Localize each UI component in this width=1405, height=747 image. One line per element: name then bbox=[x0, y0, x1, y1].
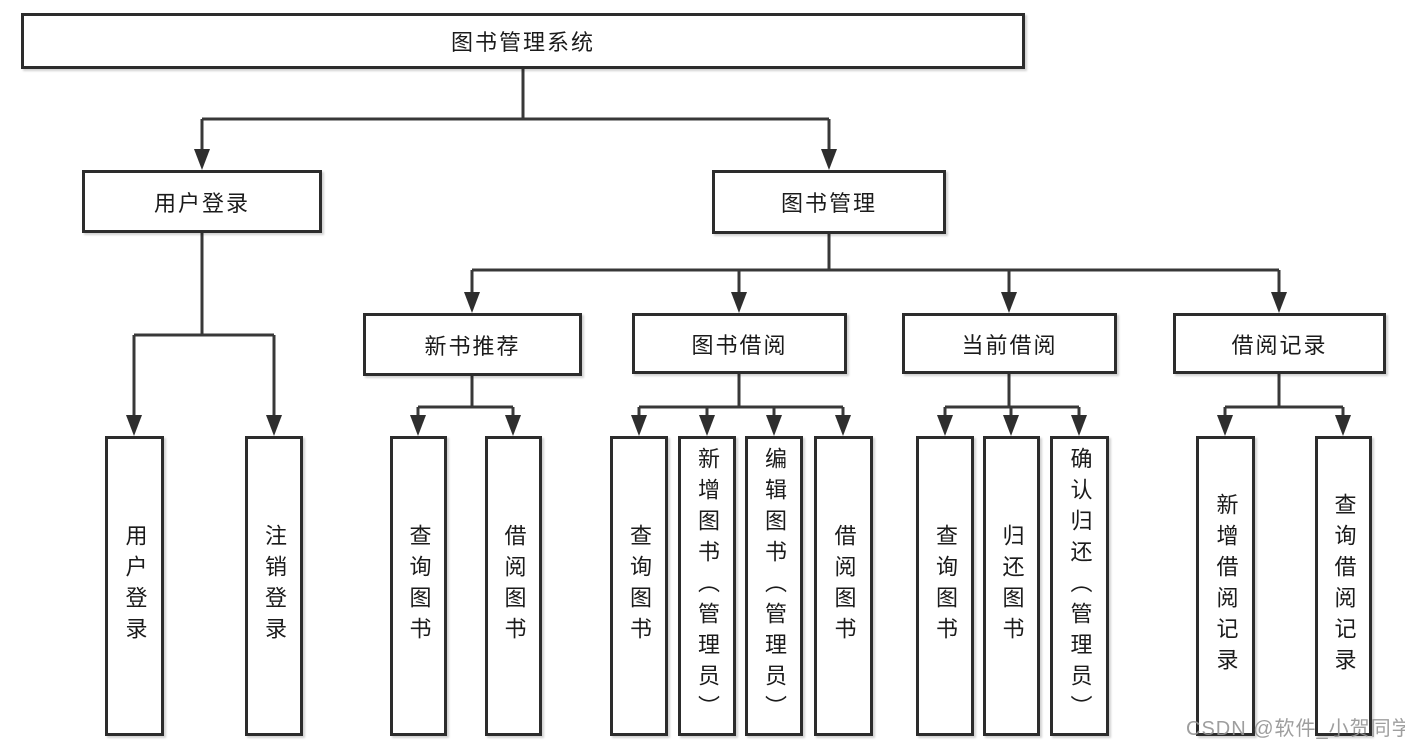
node-label: 新增图书（管理员） bbox=[695, 446, 720, 726]
arrow-down bbox=[1271, 292, 1287, 313]
arrow-down bbox=[766, 415, 782, 436]
arrow-down bbox=[505, 415, 521, 436]
arrow-down bbox=[821, 149, 837, 170]
node-label: 借阅记录 bbox=[1231, 332, 1328, 358]
node-label: 借阅图书 bbox=[501, 524, 527, 648]
leaf-confirm-return-admin: 确认归还（管理员） bbox=[1050, 436, 1109, 736]
node-label: 归还图书 bbox=[999, 524, 1025, 648]
arrow-down bbox=[937, 415, 953, 436]
node-label: 查询图书 bbox=[627, 524, 652, 648]
leaf-query-book: 查询图书 bbox=[916, 436, 974, 736]
node-label: 查询借阅记录 bbox=[1331, 493, 1357, 679]
connector-book-mgmt-children bbox=[470, 234, 1281, 294]
leaf-add-book-admin: 新增图书（管理员） bbox=[678, 436, 736, 736]
arrow-down bbox=[266, 415, 282, 436]
connector-user-login-children bbox=[132, 233, 276, 417]
arrow-down bbox=[699, 415, 715, 436]
leaf-query-borrow-record: 查询借阅记录 bbox=[1315, 436, 1372, 736]
node-label: 图书借阅 bbox=[691, 332, 788, 358]
arrow-down bbox=[194, 149, 210, 170]
connector-root-to-level2 bbox=[200, 69, 831, 151]
node-label: 用户登录 bbox=[122, 524, 148, 648]
node-book-management: 图书管理 bbox=[712, 170, 946, 234]
node-label: 新书推荐 bbox=[424, 333, 521, 359]
csdn-watermark: CSDN @软件_小贺同学 bbox=[1186, 718, 1405, 740]
node-new-book-recommend: 新书推荐 bbox=[363, 313, 582, 376]
node-label: 借阅图书 bbox=[831, 524, 857, 648]
node-label: 新增借阅记录 bbox=[1213, 493, 1239, 679]
leaf-query-book: 查询图书 bbox=[610, 436, 668, 736]
arrow-down bbox=[731, 292, 747, 313]
leaf-user-login: 用户登录 bbox=[105, 436, 164, 736]
leaf-borrow-book: 借阅图书 bbox=[814, 436, 873, 736]
node-label: 确认归还（管理员） bbox=[1067, 446, 1093, 726]
connector-book-borrow-children bbox=[637, 374, 845, 417]
node-label: 查询图书 bbox=[406, 524, 432, 648]
node-current-borrow: 当前借阅 bbox=[902, 313, 1117, 374]
leaf-edit-book-admin: 编辑图书（管理员） bbox=[745, 436, 803, 736]
leaf-query-book: 查询图书 bbox=[390, 436, 447, 736]
node-user-login: 用户登录 bbox=[82, 170, 322, 233]
arrow-down bbox=[631, 415, 647, 436]
node-borrow-record: 借阅记录 bbox=[1173, 313, 1386, 374]
leaf-add-borrow-record: 新增借阅记录 bbox=[1196, 436, 1255, 736]
node-root-system: 图书管理系统 bbox=[21, 13, 1025, 69]
arrow-down bbox=[1001, 292, 1017, 313]
node-label: 当前借阅 bbox=[961, 332, 1058, 358]
connector-new-book-rec-children bbox=[416, 376, 515, 417]
connector-borrow-record-children bbox=[1223, 374, 1345, 417]
node-label: 用户登录 bbox=[153, 190, 250, 216]
node-label: 图书管理系统 bbox=[450, 30, 595, 55]
arrow-down bbox=[1217, 415, 1233, 436]
node-book-borrow: 图书借阅 bbox=[632, 313, 847, 374]
connector-current-borrow-children bbox=[943, 374, 1081, 417]
leaf-return-book: 归还图书 bbox=[983, 436, 1040, 736]
arrow-down bbox=[1071, 415, 1087, 436]
arrow-down bbox=[1003, 415, 1019, 436]
node-label: 注销登录 bbox=[262, 524, 287, 648]
leaf-borrow-book: 借阅图书 bbox=[485, 436, 542, 736]
leaf-logout: 注销登录 bbox=[245, 436, 303, 736]
arrow-down bbox=[126, 415, 142, 436]
node-label: 查询图书 bbox=[933, 524, 958, 648]
arrow-down bbox=[410, 415, 426, 436]
node-label: 图书管理 bbox=[780, 191, 877, 216]
arrow-down bbox=[464, 292, 480, 313]
node-label: 编辑图书（管理员） bbox=[762, 446, 787, 726]
arrow-down bbox=[835, 415, 851, 436]
arrow-down bbox=[1335, 415, 1351, 436]
